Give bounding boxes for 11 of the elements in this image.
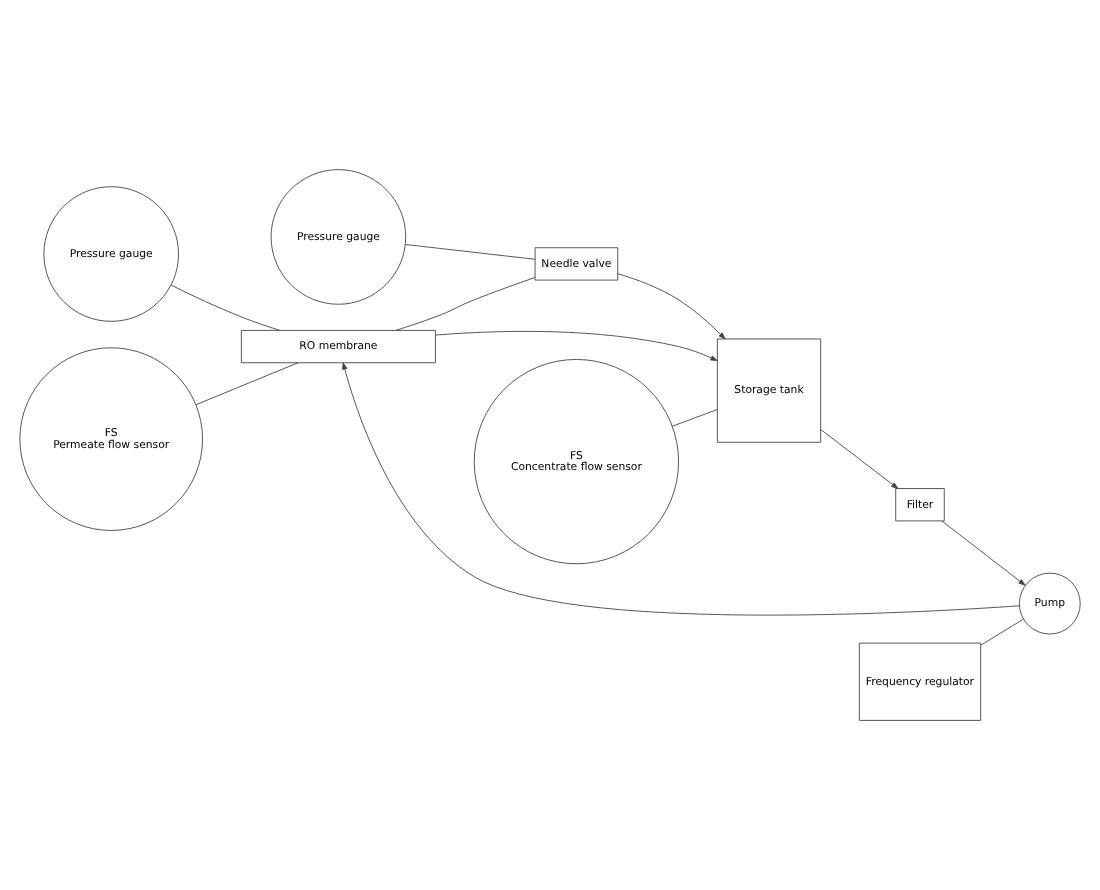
connector bbox=[395, 277, 536, 331]
connector bbox=[980, 618, 1024, 646]
connector bbox=[170, 284, 281, 331]
arrow bbox=[820, 429, 899, 489]
arrow bbox=[435, 330, 718, 361]
connector bbox=[195, 362, 299, 406]
arrow bbox=[941, 520, 1026, 586]
connector bbox=[404, 244, 536, 260]
connector bbox=[671, 409, 718, 427]
arrow bbox=[617, 273, 726, 340]
arrow bbox=[342, 362, 1020, 616]
